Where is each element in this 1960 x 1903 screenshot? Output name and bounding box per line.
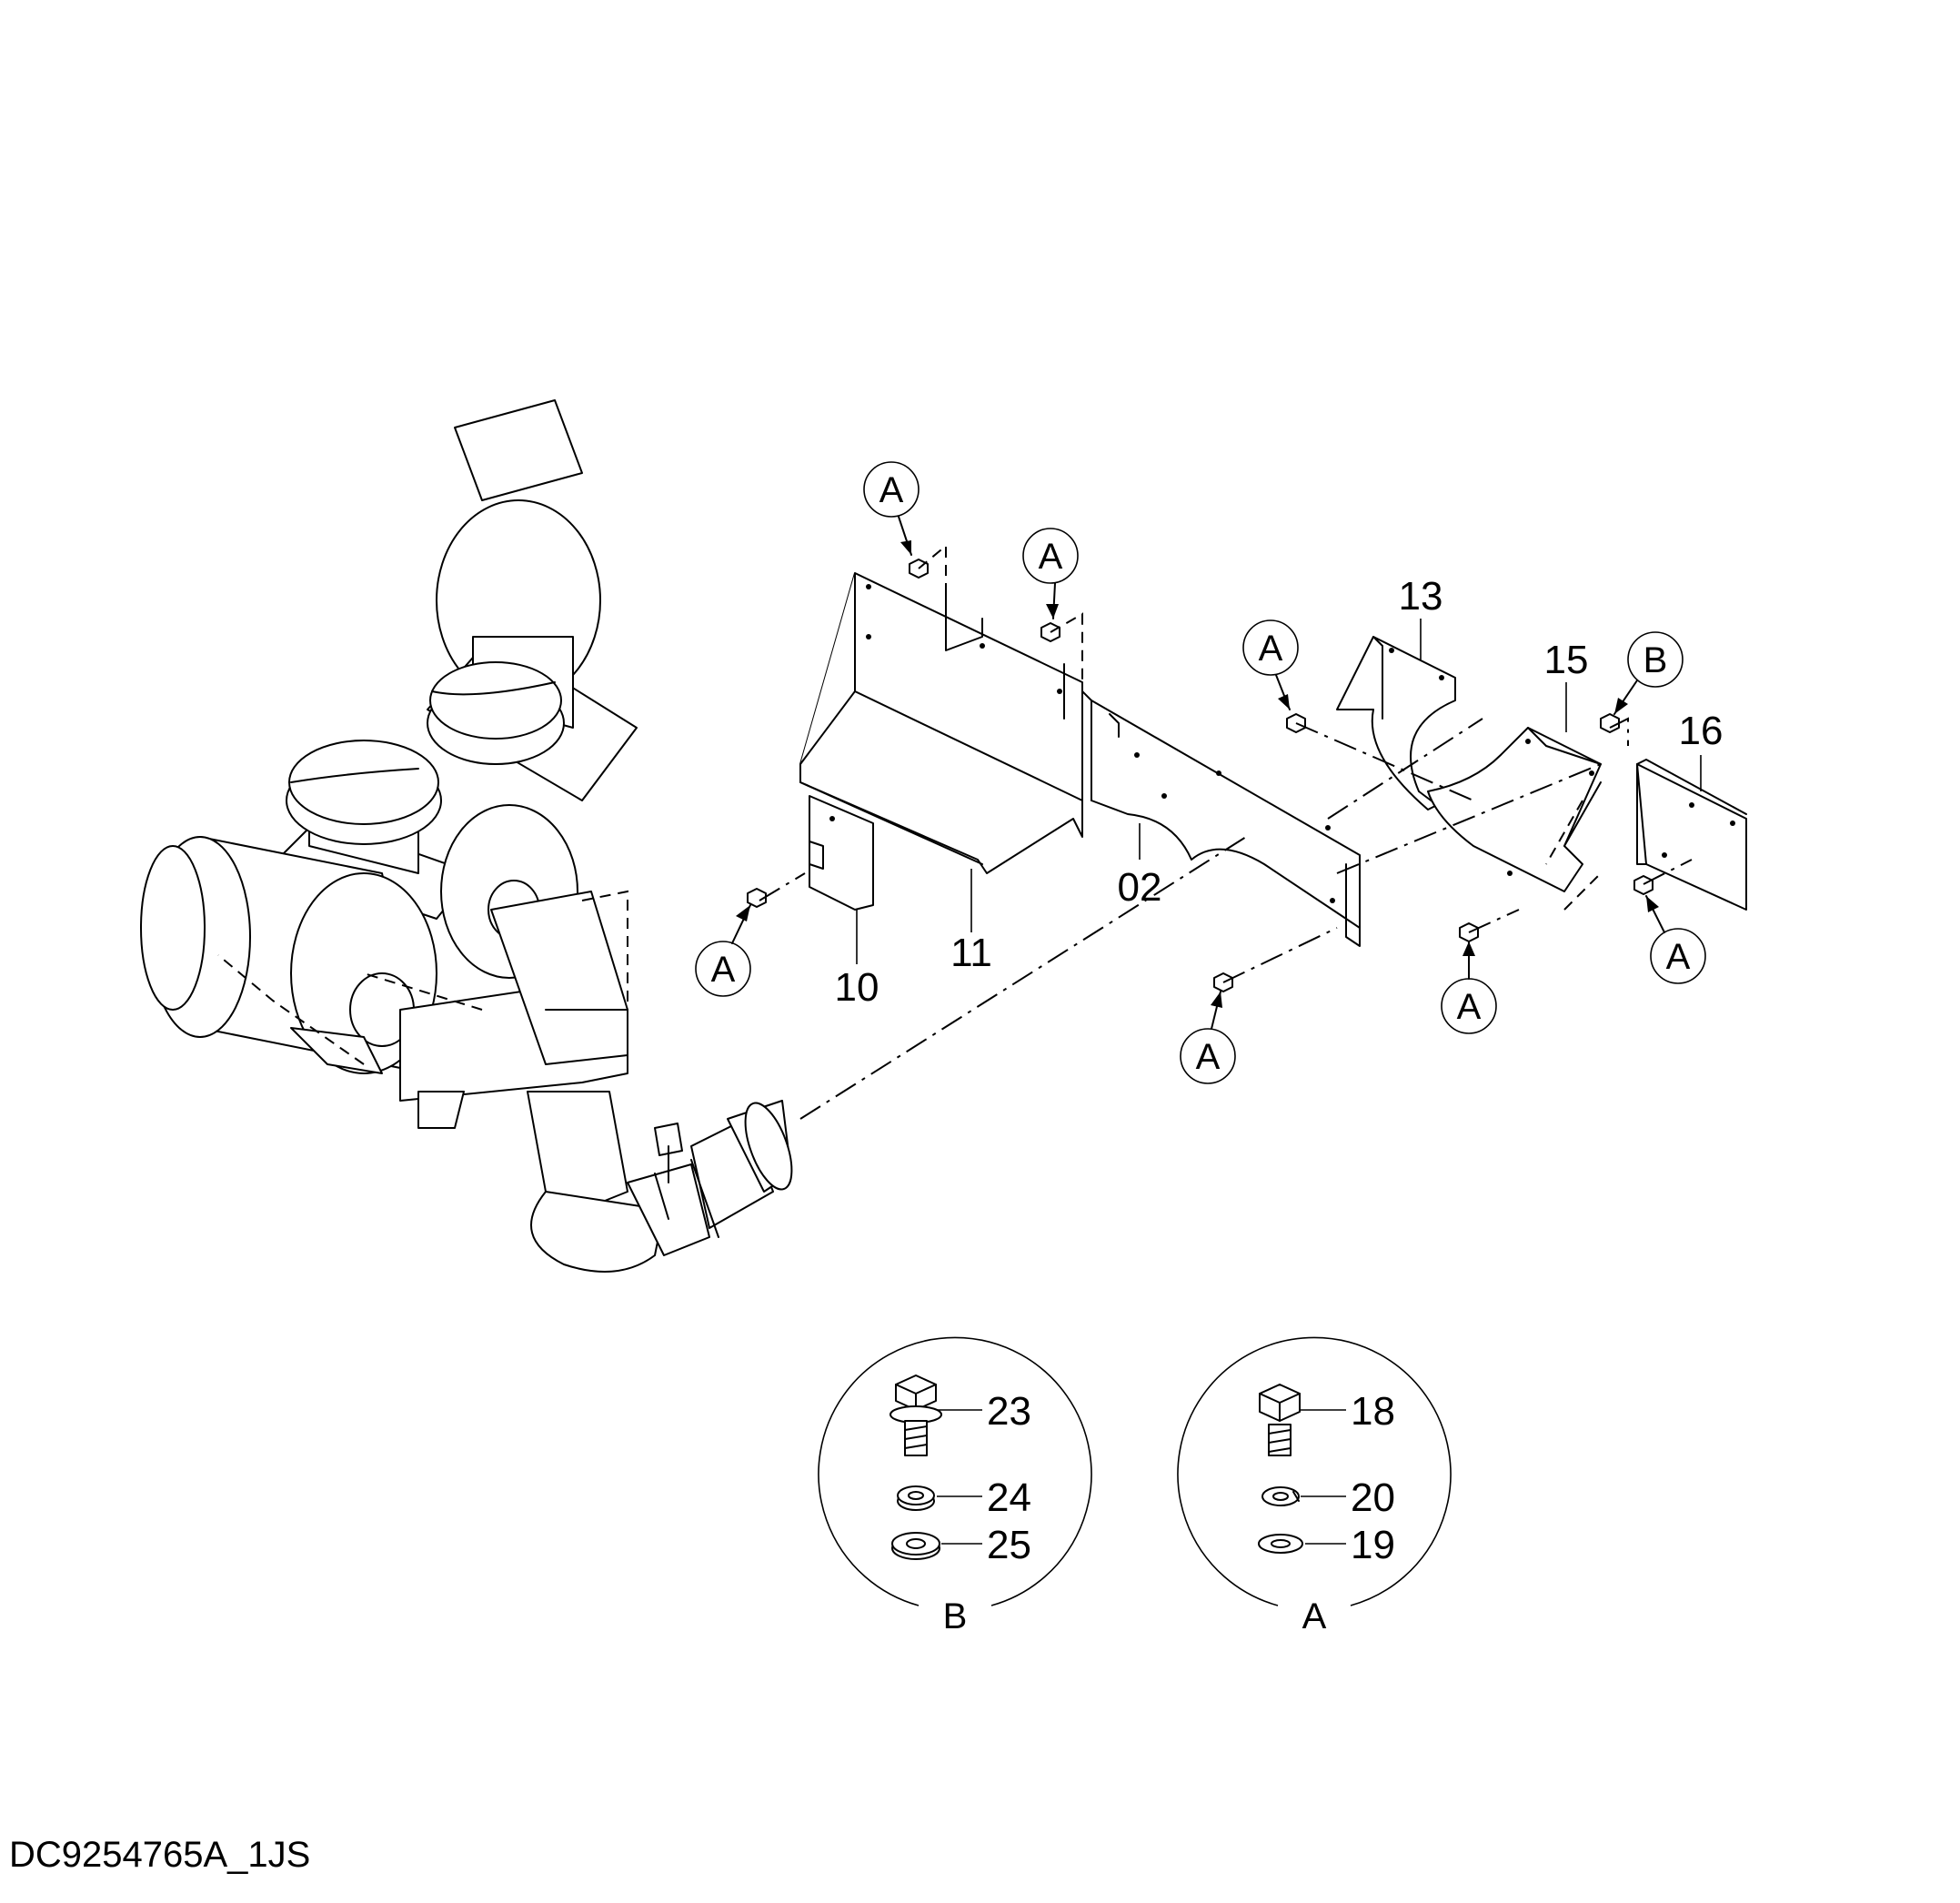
callout-letter: A <box>879 470 904 510</box>
panel-11 <box>799 572 1083 874</box>
bolt-icon <box>1633 875 1653 895</box>
assembly-lines <box>217 543 1693 1120</box>
part-label-23: 23 <box>987 1389 1031 1434</box>
panel-13 <box>1336 636 1456 811</box>
part-label-18: 18 <box>1351 1389 1395 1434</box>
callout-a-2: A <box>1022 528 1079 619</box>
callout-letter: A <box>711 950 736 990</box>
callout-letter: B <box>1643 640 1668 680</box>
air-cleaner-assembly <box>140 399 793 1273</box>
bolt-icon <box>747 888 767 908</box>
spring-washer-icon <box>1261 1486 1300 1506</box>
flat-washer-icon <box>891 1532 940 1560</box>
callout-a-4: A <box>1180 991 1236 1084</box>
part-label-20: 20 <box>1351 1475 1395 1520</box>
callout-a-1: A <box>863 461 920 556</box>
callout-letter: A <box>1666 937 1691 977</box>
callout-letter: A <box>1196 1037 1221 1077</box>
flange-bolt-icon <box>890 1374 942 1456</box>
callout-letter: A <box>1457 987 1482 1027</box>
part-label-15: 15 <box>1544 638 1589 682</box>
bolt-icon <box>1600 713 1620 733</box>
callout-letter: A <box>1259 629 1283 669</box>
detail-view-b: B 23 24 25 <box>818 1336 1092 1636</box>
part-label-16: 16 <box>1679 709 1724 753</box>
part-label-13: 13 <box>1399 574 1443 619</box>
part-label-24: 24 <box>987 1475 1031 1520</box>
panel-02 <box>1081 690 1361 947</box>
plain-washer-icon <box>1258 1534 1303 1554</box>
callout-b-1: B <box>1613 631 1684 715</box>
detail-view-a: A 18 20 19 <box>1177 1336 1452 1636</box>
part-label-19: 19 <box>1351 1523 1395 1567</box>
part-label-10: 10 <box>835 965 879 1010</box>
callout-letter: A <box>1039 537 1063 577</box>
panel-16 <box>1636 759 1747 911</box>
detail-a-label: A <box>1302 1596 1327 1636</box>
bracket-10 <box>809 795 874 911</box>
callout-bubbles: A A A A A A B <box>695 461 1706 1084</box>
detail-b-label: B <box>943 1596 968 1636</box>
part-label-02: 02 <box>1118 865 1162 910</box>
callout-a-3: A <box>695 904 751 997</box>
drawing-id: DC9254765A_1JS <box>9 1835 310 1875</box>
callout-a-5: A <box>1242 619 1299 710</box>
part-labels: 11 10 02 13 15 16 <box>835 574 1724 1010</box>
panel-15 <box>1427 727 1602 892</box>
callout-a-7: A <box>1645 895 1706 984</box>
part-label-25: 25 <box>987 1523 1031 1567</box>
lock-washer-icon <box>897 1485 935 1511</box>
callout-a-6: A <box>1441 941 1497 1034</box>
hex-bolt-icon <box>1259 1384 1301 1456</box>
part-label-11: 11 <box>950 931 992 975</box>
